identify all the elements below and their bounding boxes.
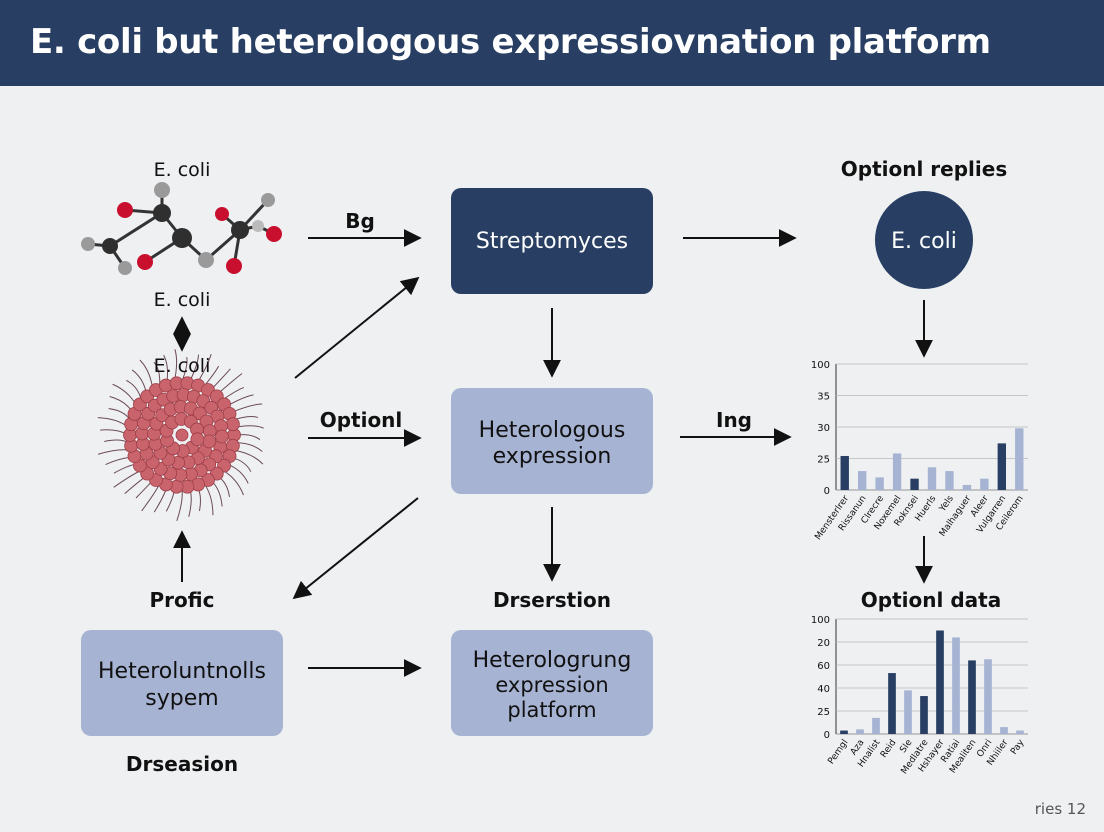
cell-flagellum — [98, 449, 131, 455]
cell-flagellum — [233, 449, 264, 465]
node-heterologrung-line2: expression — [495, 673, 608, 697]
chart-category-label: Reid — [879, 738, 898, 760]
cell-flagellum — [210, 368, 231, 390]
chart-bar — [920, 696, 928, 734]
chart-tick-label: 40 — [817, 684, 830, 695]
chart-bar — [904, 690, 912, 734]
chart-bottom: Optionl data 100206040250PemglAzaHnalist… — [811, 588, 1028, 776]
node-heterologrung-line1: Heterologrung — [473, 648, 632, 673]
chart-bar — [984, 659, 992, 734]
chart-tick-label: 0 — [824, 730, 830, 741]
chart-bar — [910, 478, 919, 490]
label-drseasion: Drseasion — [126, 752, 238, 776]
label-profic: Profic — [150, 588, 215, 612]
chart-tick-label: 60 — [817, 661, 830, 672]
cell-flagellum — [108, 408, 131, 421]
cell-flagellum — [176, 488, 183, 522]
arrow-diagonal-down — [292, 497, 419, 600]
page-number: ries 12 — [1034, 800, 1086, 818]
cell-flagellum — [139, 359, 154, 390]
label-ecoli-top: E. coli — [154, 159, 211, 181]
chart-bar — [945, 471, 954, 490]
cell-bead — [225, 417, 240, 432]
node-heterologrung-line3: platform — [507, 698, 596, 722]
node-heteroluntnolls-system: Heteroluntnolls sypem — [81, 630, 283, 736]
chart-tick-label: 100 — [811, 615, 830, 626]
chart-bar — [856, 729, 864, 734]
cell-flagellum — [222, 469, 244, 496]
cell-flagellum — [126, 380, 142, 400]
node-heteroluntnolls-line1: Heteroluntnolls — [98, 659, 266, 684]
chart-bar — [980, 478, 989, 490]
node-ecoli-circle: E. coli — [875, 191, 973, 289]
chart-bar — [952, 637, 960, 734]
chart-tick-label: 25 — [817, 455, 830, 466]
node-heteroluntnolls-line2: sypem — [145, 686, 218, 711]
cell-bead — [202, 434, 217, 449]
chart-bar — [936, 630, 944, 734]
cell-flagellum — [113, 469, 142, 488]
cell-flagellum — [235, 425, 264, 429]
header-bar: E. coli but heterologous expressiovnatio… — [0, 0, 1104, 86]
molecule-icon — [81, 182, 282, 275]
chart-bottom-title: Optionl data — [861, 588, 1001, 612]
cell-flagellum — [227, 394, 254, 407]
node-streptomyces-label: Streptomyces — [476, 229, 628, 254]
chart-bar — [968, 660, 976, 734]
chart-bar — [857, 471, 867, 490]
node-ecoli-circle-label: E. coli — [891, 229, 957, 254]
cell-bead — [190, 432, 205, 447]
label-optionl: Optionl — [320, 408, 403, 432]
chart-bar — [840, 455, 849, 490]
node-heterologous-line1: Heterologous — [479, 418, 626, 443]
cell-flagellum — [97, 417, 129, 428]
node-heterologous-expression: Heterologous expression — [451, 388, 653, 494]
node-heterologous-line2: expression — [493, 444, 612, 469]
chart-tick-label: 35 — [817, 392, 830, 403]
label-optionl-replies: Optionl replies — [841, 157, 1007, 181]
label-ing: Ing — [716, 408, 752, 432]
page-title: E. coli but heterologous expressiovnatio… — [30, 22, 991, 62]
arrows — [173, 229, 933, 677]
label-bg: Bg — [345, 209, 375, 233]
chart-bar — [927, 467, 937, 490]
label-ecoli-mid: E. coli — [154, 289, 211, 311]
chart-bar — [892, 453, 902, 490]
chart-top: 1003530250MensterlrerRissanunClrecreNoxe… — [811, 360, 1028, 542]
node-heterologrung-platform: Heterologrung expression platform — [451, 630, 653, 736]
chart-tick-label: 0 — [824, 486, 830, 497]
cell-flagellum — [104, 439, 129, 444]
label-drserstion: Drserstion — [493, 588, 611, 612]
chart-bar — [1000, 727, 1008, 734]
cell-flagellum — [112, 383, 138, 407]
chart-category-label: Pemgl — [826, 738, 850, 766]
cell-flagellum — [204, 483, 214, 516]
cell-bead — [175, 428, 189, 442]
chart-category-label: Pay — [1009, 737, 1027, 756]
node-streptomyces: Streptomyces — [451, 188, 653, 294]
cell-icon — [97, 349, 264, 522]
chart-bar — [1016, 730, 1024, 734]
chart-tick-label: 100 — [811, 360, 830, 371]
chart-bar — [872, 717, 880, 734]
chart-bar — [962, 484, 972, 490]
chart-tick-label: 30 — [817, 423, 830, 434]
chart-bar — [888, 673, 896, 734]
arrow-diagonal-up — [294, 276, 420, 379]
chart-tick-label: 25 — [817, 707, 830, 718]
label-ecoli-cell: E. coli — [154, 355, 211, 377]
chart-bar — [997, 443, 1007, 490]
cell-bead — [215, 429, 229, 444]
chart-bar — [875, 477, 884, 490]
chart-tick-label: 20 — [817, 638, 830, 649]
chart-bar — [840, 730, 848, 734]
chart-bar — [1015, 428, 1024, 490]
